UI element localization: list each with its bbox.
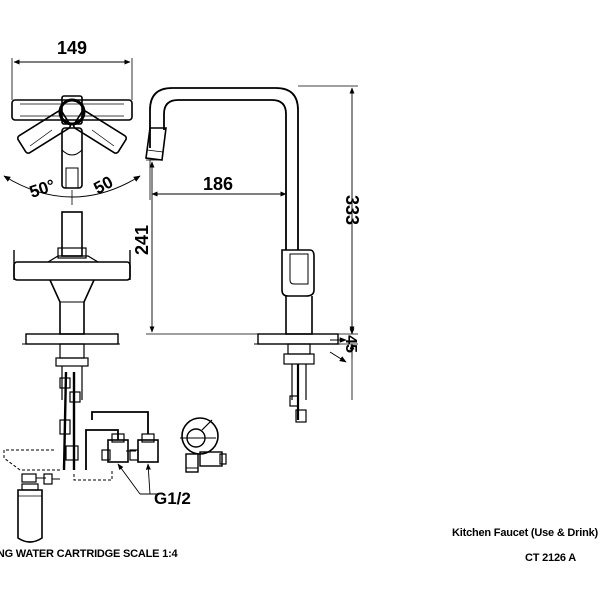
aerator <box>145 127 167 161</box>
valve-right <box>137 439 159 463</box>
faucet-body-front <box>49 279 95 335</box>
side-view-faucet <box>145 87 340 423</box>
handle-rotated-right <box>72 110 128 154</box>
handle-bar <box>11 99 133 121</box>
dim-group-total-height: 333 <box>298 85 362 335</box>
dim-total-height: 333 <box>342 195 362 225</box>
dim-angle-left: 50° <box>27 176 58 202</box>
dim-deck-thickness: 45 <box>342 335 359 353</box>
spout-outer <box>149 87 299 250</box>
deck-front <box>25 333 119 345</box>
angle-valves: G1/2 <box>101 433 191 508</box>
dim-spout-height: 241 <box>132 225 152 255</box>
valve-left <box>107 439 129 463</box>
water-cartridge <box>17 473 60 543</box>
lever-body <box>61 127 83 189</box>
handle-rotated-left <box>16 110 72 154</box>
spout-inner <box>163 99 287 250</box>
cartridge-body <box>17 489 43 543</box>
handle-side <box>281 249 315 297</box>
caption-product-name: Kitchen Faucet (Use & Drink) <box>452 527 599 539</box>
handle-front <box>13 261 131 281</box>
valve-side-detail <box>180 417 227 473</box>
dim-thread-size: G1/2 <box>154 489 191 508</box>
top-view-handle: 149 50° 50 <box>3 38 141 205</box>
front-view-faucet <box>3 211 149 481</box>
dim-group-spout-height: 241 <box>132 159 258 335</box>
dim-group-reach: 186 <box>149 160 287 200</box>
caption-model-code: CT 2126 A <box>525 552 576 564</box>
dim-group-deck: 45 <box>329 320 359 400</box>
deck-side <box>257 333 339 345</box>
caption-cartridge: ING WATER CARTRIDGE SCALE 1:4 <box>0 548 179 560</box>
dim-handle-width: 149 <box>57 38 87 58</box>
dim-angle-right: 50 <box>91 172 117 198</box>
dim-spout-reach: 186 <box>203 174 233 194</box>
